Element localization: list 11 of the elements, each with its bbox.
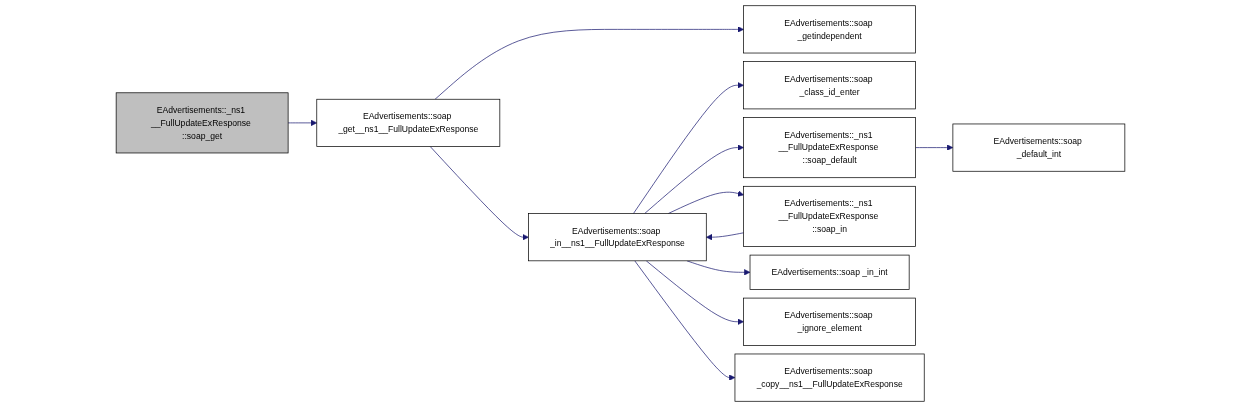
node-box: EAdvertisements::_ns1 __FullUpdateExResponse ::soap_in [743, 185, 916, 247]
node-box: EAdvertisements::soap _in__ns1__FullUpdateExResponse [528, 213, 707, 262]
node-box: EAdvertisements::soap _get__ns1__FullUpdateExResponse [316, 98, 501, 147]
node-box: EAdvertisements::_ns1 __FullUpdateExResponse ::soap_get [115, 92, 289, 154]
node-box: EAdvertisements::_ns1 __FullUpdateExResponse ::soap_default [743, 117, 916, 179]
node-box: EAdvertisements::soap _default_int [952, 123, 1126, 172]
node-box: EAdvertisements::soap _class_id_enter [743, 61, 916, 110]
node-box: EAdvertisements::soap _getindependent [743, 5, 916, 54]
node-box: EAdvertisements::soap _copy__ns1__FullUpdateExResponse [734, 353, 925, 402]
node-box: EAdvertisements::soap _ignore_element [743, 297, 916, 346]
node-box: EAdvertisements::soap _in_int [749, 254, 910, 290]
